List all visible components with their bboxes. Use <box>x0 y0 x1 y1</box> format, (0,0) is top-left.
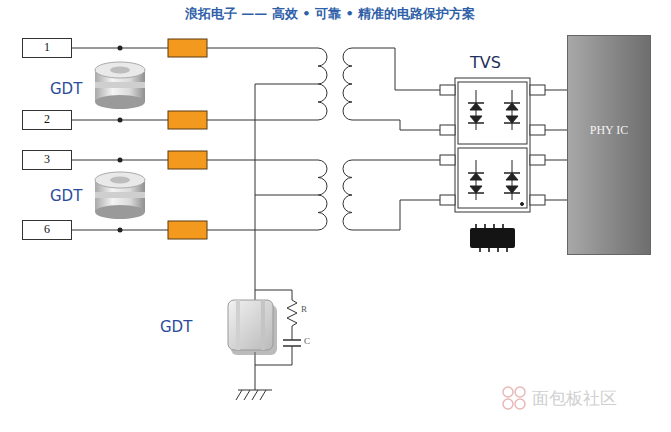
port-number: 1 <box>44 41 50 54</box>
port-number: 6 <box>44 223 50 236</box>
gdt-label: GDT <box>50 81 82 98</box>
port-number: 3 <box>44 153 50 166</box>
capacitor-label: C <box>304 337 310 347</box>
port-number: 2 <box>44 113 50 126</box>
tvs-label: TVS <box>470 54 501 72</box>
port-box: 2 <box>22 110 72 130</box>
watermark: 面包板社区 <box>532 389 617 408</box>
resistor-label: R <box>301 305 307 315</box>
gdt-label: GDT <box>160 319 192 336</box>
port-box: 1 <box>22 38 72 58</box>
gdt-label: GDT <box>50 188 82 205</box>
port-box: 3 <box>22 150 72 170</box>
phy-ic-block: PHY IC <box>567 35 651 255</box>
port-box: 6 <box>22 220 72 240</box>
chip-label: PHY IC <box>590 124 629 137</box>
diagram-title: 浪拓电子 —— 高效 • 可靠 • 精准的电路保护方案 <box>185 7 476 21</box>
